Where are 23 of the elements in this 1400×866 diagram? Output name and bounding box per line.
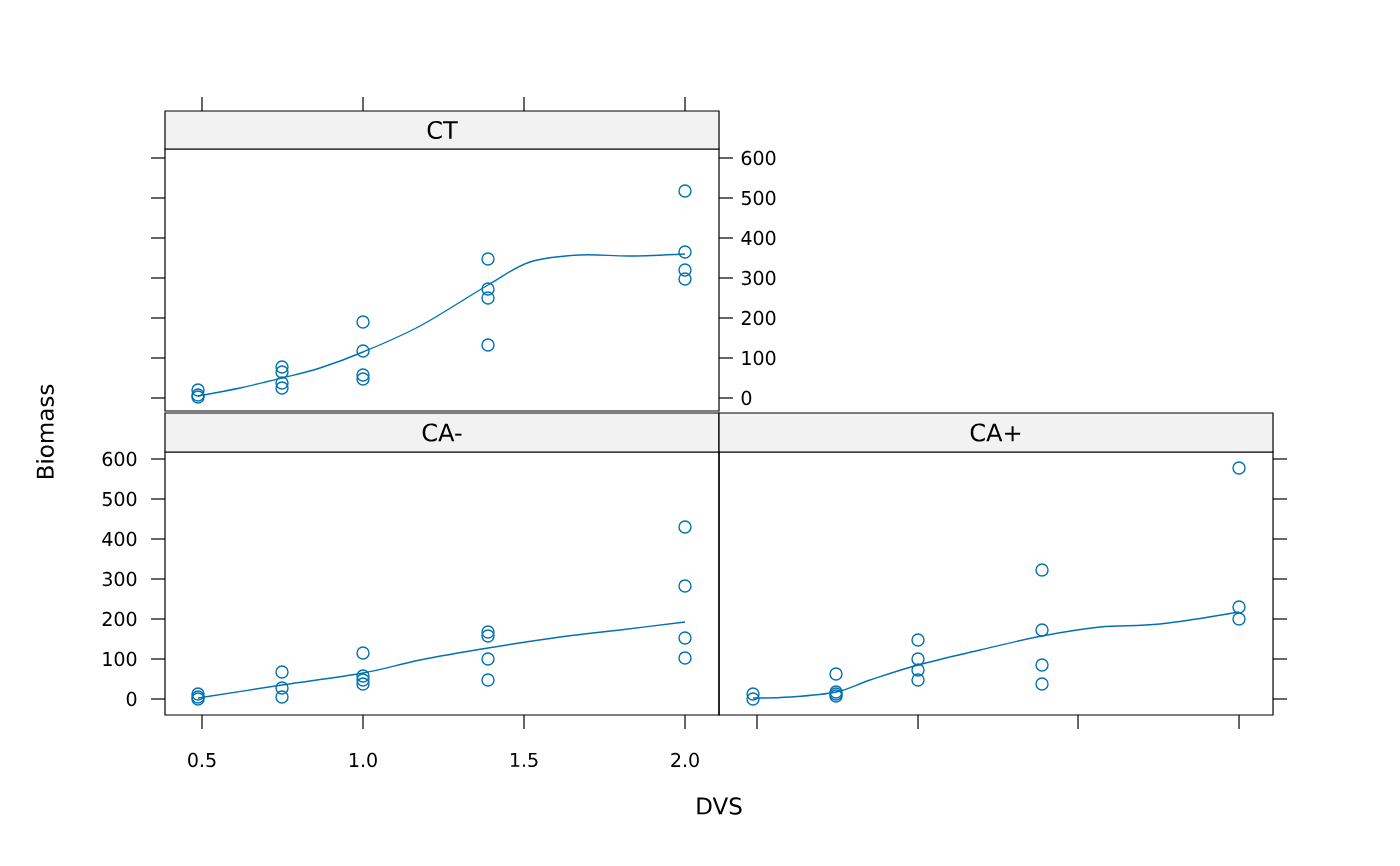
tick-label: 1.0 [350, 752, 377, 768]
tick-label: 100 [103, 651, 137, 667]
tick-label: 600 [741, 150, 776, 166]
tick-label: 200 [102, 611, 137, 627]
tick-label: 2.0 [671, 752, 699, 768]
tick-label: 400 [102, 531, 137, 547]
tick-label: 1.5 [511, 752, 538, 768]
tick-label: 600 [102, 451, 137, 467]
tick-label: 500 [102, 491, 137, 507]
tick-label: 0 [741, 390, 752, 406]
tick-label: 0 [126, 691, 137, 707]
tick-label: 500 [741, 190, 776, 206]
tick-label: 400 [741, 230, 776, 246]
tick-label: 300 [102, 571, 137, 587]
tick-label: 100 [742, 350, 776, 366]
strip-header: CA+ [718, 412, 1274, 453]
tick-label: 200 [741, 310, 776, 326]
tick-label: 300 [741, 270, 776, 286]
axis-title: DVS [697, 797, 742, 815]
strip-header: CA- [164, 412, 720, 453]
axis-title: Biomass [36, 384, 54, 479]
tick-label: 0.5 [188, 752, 216, 768]
strip-header: CT [164, 110, 720, 150]
